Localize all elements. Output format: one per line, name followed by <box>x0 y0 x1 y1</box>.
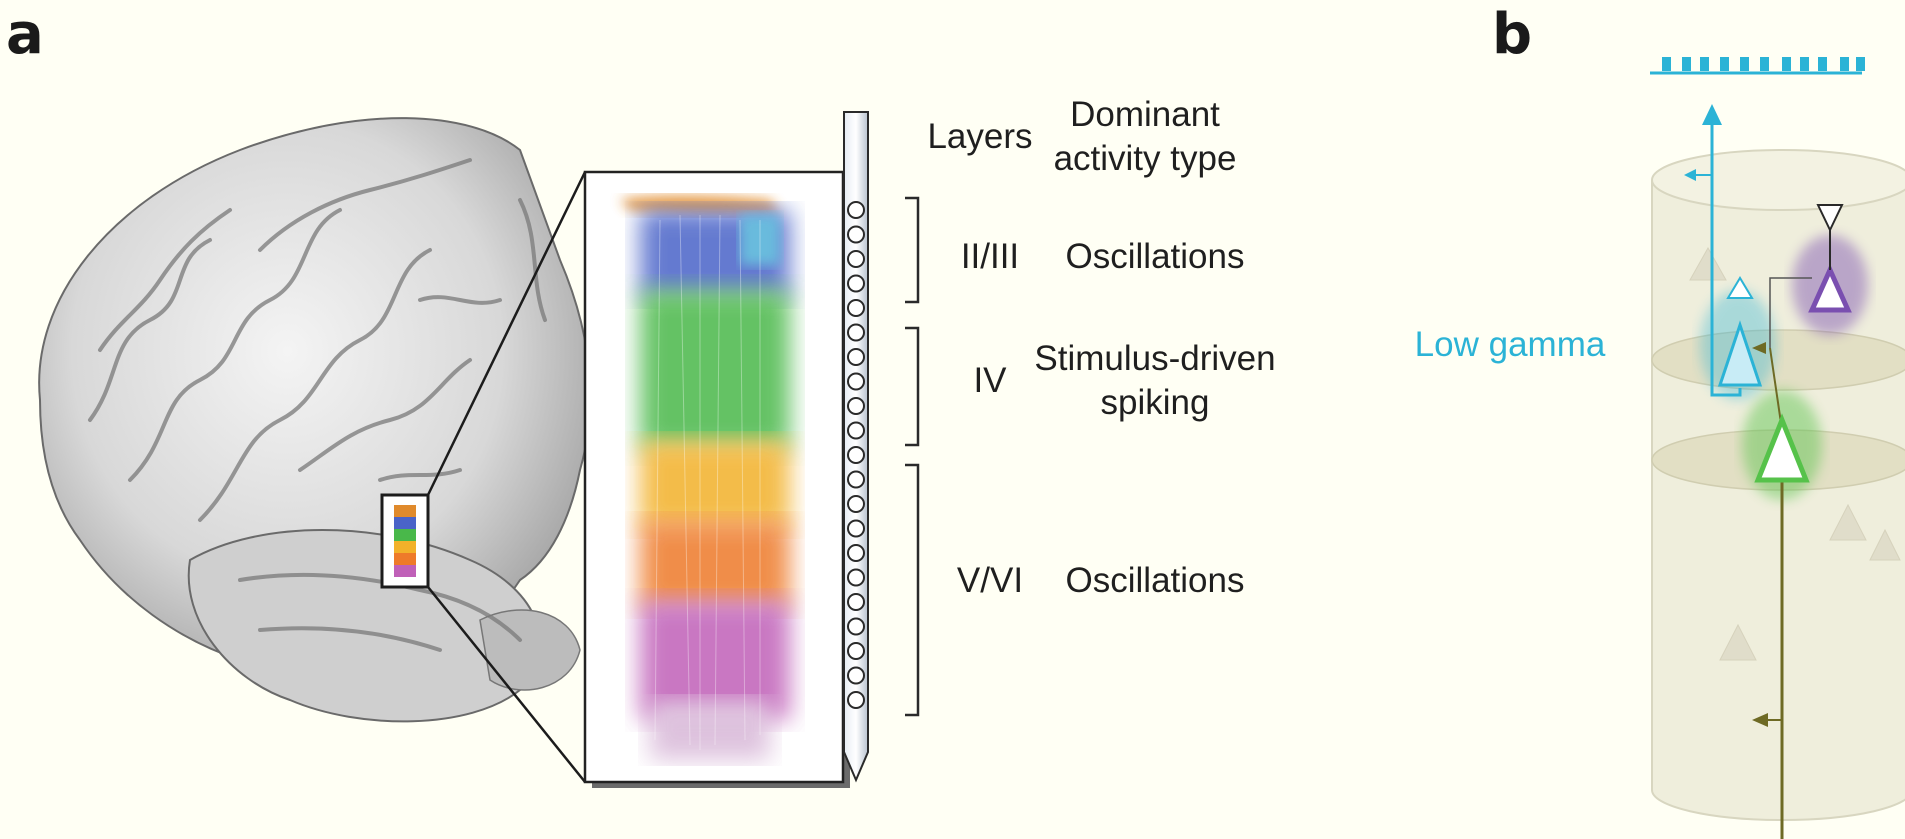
spike-mark <box>1760 57 1769 71</box>
spike-mark <box>1700 57 1709 71</box>
probe-contact <box>847 299 865 317</box>
circuit-diagram <box>1650 57 1905 839</box>
zoom-line-top <box>426 171 587 496</box>
brain-illustration <box>38 117 592 723</box>
panel-label-a: a <box>6 2 44 67</box>
spike-train <box>1662 57 1865 71</box>
electrode-probe <box>843 111 869 783</box>
probe-contact <box>847 323 865 342</box>
cortical-column-inset <box>583 170 850 788</box>
row-activity-label: Oscillations <box>1065 237 1245 276</box>
probe-contact <box>847 348 865 366</box>
header-dominant-line1: Dominant <box>1070 95 1220 134</box>
probe-contact <box>847 446 865 464</box>
probe-contact <box>847 519 865 538</box>
probe-contact <box>847 617 865 636</box>
probe-contact <box>847 495 865 513</box>
spike-mark <box>1662 57 1671 71</box>
spike-mark <box>1840 57 1849 71</box>
probe-contact <box>847 250 865 268</box>
probe-contact <box>847 372 865 391</box>
spike-mark <box>1720 57 1729 71</box>
probe-contact <box>847 544 865 562</box>
probe-contact <box>847 642 865 660</box>
spike-mark <box>1682 57 1691 71</box>
probe-contact <box>847 593 865 611</box>
probe-contact <box>847 666 865 685</box>
probe-contact <box>847 470 865 489</box>
low-gamma-label: Low gamma <box>1414 325 1606 364</box>
probe-contact <box>847 225 865 244</box>
spike-mark <box>1740 57 1749 71</box>
probe-contact <box>847 397 865 415</box>
probe-contacts <box>847 201 865 709</box>
header-dominant-line2: activity type <box>1053 139 1237 178</box>
probe-contact <box>847 274 865 293</box>
header-layers: Layers <box>927 117 1033 156</box>
spike-mark <box>1800 57 1809 71</box>
spike-mark <box>1856 57 1865 71</box>
spike-mark <box>1782 57 1791 71</box>
spike-mark <box>1818 57 1827 71</box>
row-layer-label: II/III <box>960 237 1020 276</box>
zoom-line-bottom <box>427 586 586 783</box>
panel-label-b: b <box>1492 2 1533 67</box>
row-activity-label: Oscillations <box>1065 561 1245 600</box>
probe-contact <box>847 691 865 709</box>
probe-contact <box>847 201 865 219</box>
probe-contact <box>847 421 865 440</box>
row-activity-label-line2: spiking <box>1100 383 1210 422</box>
row-layer-label: V/VI <box>956 561 1024 600</box>
row-activity-label: Stimulus-driven <box>1034 339 1276 378</box>
probe-contact <box>847 568 865 587</box>
row-layer-label: IV <box>973 361 1007 400</box>
layer-brackets <box>905 196 920 717</box>
